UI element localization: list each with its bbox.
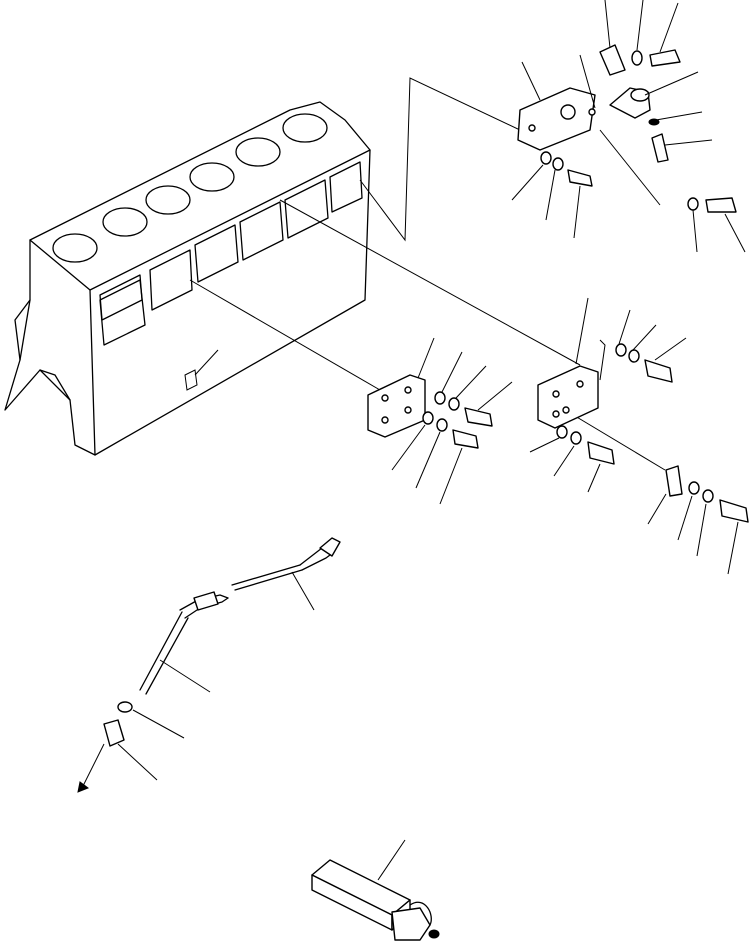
engine-block [4,101,371,456]
assembly-lines [189,77,666,471]
middle-bracket-left [367,337,513,505]
lower-tool [311,839,440,941]
dipstick-assembly [77,537,341,793]
upper-bracket-group [511,0,746,253]
middle-bracket-right [529,297,749,575]
